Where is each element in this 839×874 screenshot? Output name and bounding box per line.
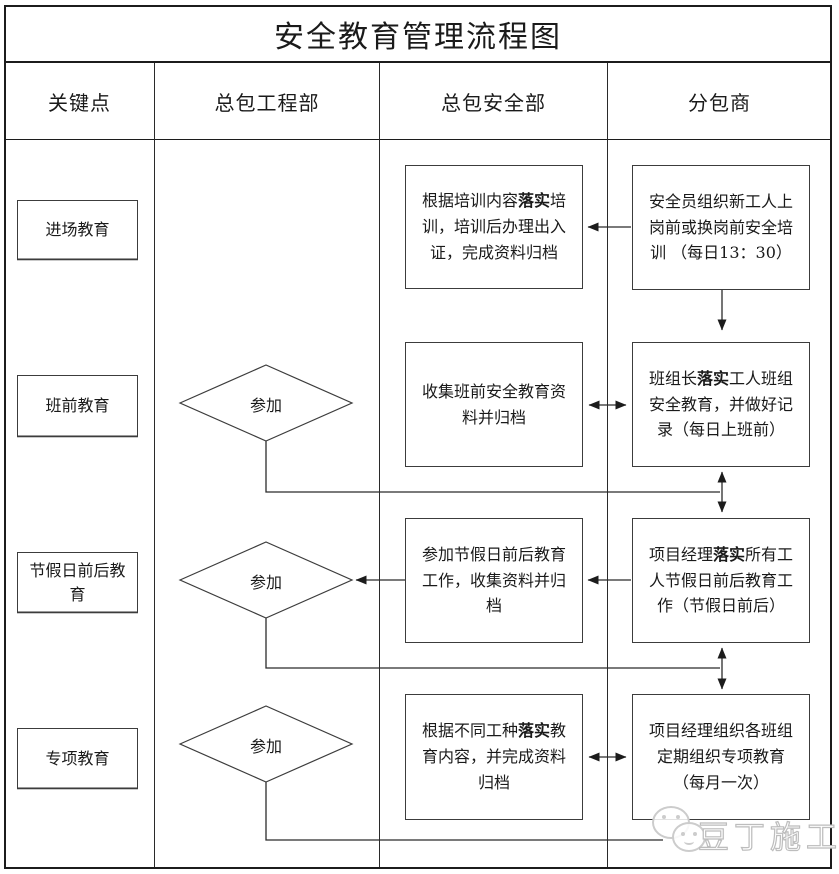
column-divider-3 — [607, 63, 608, 867]
key-box-special-education: 专项教育 — [17, 728, 138, 789]
box-text: 收集班前安全教育资料并归档 — [421, 381, 566, 427]
column-divider-2 — [379, 63, 380, 867]
subcontractor-box-row2: 班组长落实工人班组安全教育，并做好记录（每日上班前） — [632, 342, 810, 467]
diamond-label-row3: 参加 — [249, 573, 282, 592]
column-divider-1 — [154, 63, 155, 867]
header-subcontractor: 分包商 — [688, 90, 751, 115]
page-title: 安全教育管理流程图 — [274, 19, 562, 55]
box-text: 教育内容，并完成资料归档 — [421, 721, 567, 792]
header-gc-engineering: 总包工程部 — [214, 90, 320, 115]
box-text-bold: 落实 — [517, 191, 550, 211]
box-text: 班组长 — [648, 368, 697, 388]
box-text: 根据不同工种 — [421, 721, 518, 741]
key-box-entry-education: 进场教育 — [17, 200, 138, 260]
watermark-logo-icon — [672, 822, 706, 852]
diamond-label-row2: 参加 — [249, 396, 282, 415]
box-text: 项目经理 — [648, 544, 713, 564]
watermark: 豆丁施工 — [646, 800, 838, 862]
box-text-bold: 落实 — [517, 721, 550, 741]
safety-box-row4: 根据不同工种落实教育内容，并完成资料归档 — [405, 694, 583, 820]
box-text: 所有工人节假日前后教育工作（节假日前后） — [648, 544, 794, 616]
header-key-points: 关键点 — [48, 90, 111, 115]
box-text: 安全员组织新工人上岗前或换岗前安全培训 （每日13：30） — [648, 191, 793, 263]
diamond-label-row4: 参加 — [249, 737, 282, 756]
header-divider-line — [5, 139, 831, 140]
key-box-preshift-education: 班前教育 — [17, 375, 138, 437]
box-text: 培训，培训后办理出入证，完成资料归档 — [421, 191, 567, 262]
box-text-bold: 落实 — [696, 368, 729, 388]
box-text: 项目经理组织各班组定期组织专项教育（每月一次） — [648, 721, 793, 792]
header-gc-safety: 总包安全部 — [441, 90, 546, 115]
safety-box-row1: 根据培训内容落实培训，培训后办理出入证，完成资料归档 — [405, 165, 583, 289]
subcontractor-box-row4: 项目经理组织各班组定期组织专项教育（每月一次） — [632, 694, 810, 820]
table-outer-border — [4, 5, 832, 869]
box-text: 工人班组安全教育，并做好记录（每日上班前） — [648, 368, 794, 440]
safety-box-row3: 参加节假日前后教育工作，收集资料并归档 — [405, 518, 583, 643]
watermark-text: 豆丁施工 — [697, 819, 839, 856]
subcontractor-box-row3: 项目经理落实所有工人节假日前后教育工作（节假日前后） — [632, 518, 810, 643]
box-text-bold: 落实 — [712, 544, 745, 564]
subcontractor-box-row1: 安全员组织新工人上岗前或换岗前安全培训 （每日13：30） — [632, 165, 810, 290]
box-text: 根据培训内容 — [421, 191, 518, 211]
box-text: 参加节假日前后教育工作，收集资料并归档 — [421, 544, 566, 616]
title-divider-line — [4, 61, 832, 63]
safety-box-row2: 收集班前安全教育资料并归档 — [405, 342, 583, 467]
key-box-holiday-education: 节假日前后教育 — [17, 552, 138, 613]
